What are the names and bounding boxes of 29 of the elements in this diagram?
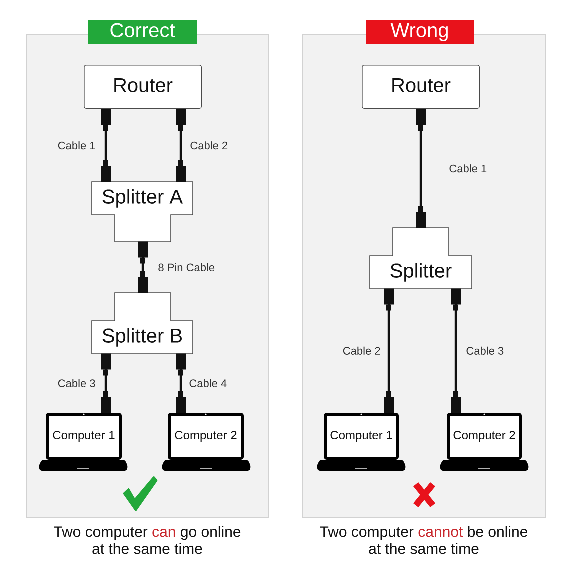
heading-tab: Correct: [88, 20, 197, 44]
edge-label: Cable 3: [466, 346, 504, 355]
laptop: Computer 1: [39, 413, 128, 471]
heading-tab: Wrong: [366, 20, 474, 44]
cable: [101, 354, 111, 413]
cable: [101, 109, 111, 182]
edge-label: Cable 4: [190, 379, 227, 388]
splitter-box: Splitter: [370, 228, 472, 290]
cable: [176, 109, 186, 182]
edge-label: Cable 2: [343, 346, 380, 355]
cable: [384, 288, 394, 413]
cable: [176, 354, 186, 413]
router-box: Router: [84, 65, 202, 109]
edge-label: Cable 2: [190, 142, 228, 150]
laptop: Computer 2: [440, 413, 529, 471]
splitter-box: Splitter B: [92, 292, 194, 354]
panel-label: Two computer cannot be online at the same time: [320, 526, 528, 554]
edge-label: Cable 3: [58, 379, 96, 388]
router-box: Router: [362, 65, 480, 109]
cable: [451, 288, 461, 413]
edge-label: Cable 1: [58, 142, 96, 150]
laptop: Computer 2: [162, 413, 251, 471]
cable: [138, 242, 148, 294]
edge-label: 8 Pin Cable: [158, 263, 215, 272]
laptop: Computer 1: [317, 413, 406, 471]
edge-label: Cable 1: [450, 164, 487, 173]
panel-label: Two computer can go online at the same time: [54, 526, 241, 554]
cable: [416, 109, 426, 228]
splitter-box: Splitter A: [92, 182, 194, 242]
